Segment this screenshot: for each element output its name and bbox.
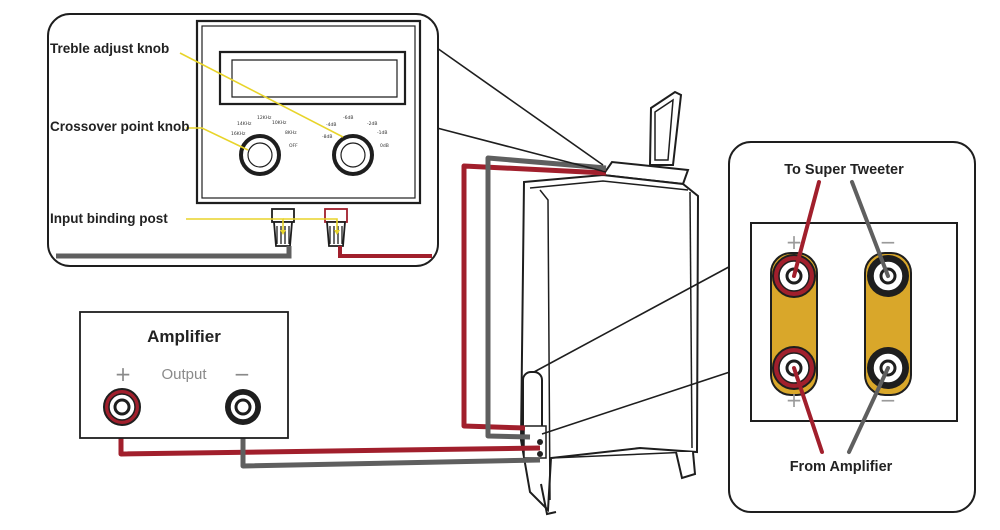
amplifier-minus-symbol: − [234, 362, 251, 386]
treble-scale-label: -4dB [326, 122, 336, 128]
crossover-scale-label: 12KHz [257, 115, 272, 121]
terminal-wires [792, 180, 890, 454]
crossover-scale-label: 10KHz [272, 120, 287, 126]
label-pointers [179, 52, 344, 232]
crossover-unit [195, 19, 422, 205]
treble-scale-label: 0dB [380, 143, 389, 149]
crossover-point-knob: 12KHz 14KHz 10KHz 16KHz 8KHz OFF [231, 115, 298, 176]
speaker-cabinet [519, 90, 700, 516]
callout-panel: 12KHz 14KHz 10KHz 16KHz 8KHz OFF -6dB -4… [47, 13, 439, 267]
callout-positive-wire [338, 246, 432, 258]
amplifier-title: Amplifier [147, 327, 221, 346]
treble-adjust-knob: -6dB -4dB -2dB -8dB -1dB 0dB [322, 115, 389, 176]
input-minus-symbol: − [880, 388, 897, 412]
input-binding-post-positive [324, 208, 348, 247]
treble-scale-label: -8dB [322, 134, 332, 140]
amplifier-negative-terminal [225, 389, 261, 425]
tweeter-plus-symbol: + [786, 230, 803, 254]
positive-wire-to-cabinet-top [461, 163, 607, 431]
unit-display-window [218, 50, 407, 106]
crossover-scale-label: 16KHz [231, 131, 246, 137]
crossover-scale-label: 8KHz [285, 130, 297, 136]
negative-wire-to-cabinet-top [485, 155, 607, 440]
input-binding-post-label: Input binding post [50, 211, 168, 226]
cabinet-terminal-dot [537, 439, 543, 445]
crossover-point-label: Crossover point knob [50, 119, 190, 134]
treble-adjust-label: Treble adjust knob [50, 41, 169, 56]
input-plus-symbol: + [786, 388, 803, 412]
amplifier-plus-symbol: + [115, 362, 132, 386]
cabinet-terminal-dot [537, 451, 543, 457]
from-amplifier-label: From Amplifier [790, 459, 893, 475]
crossover-scale-label: OFF [289, 143, 298, 149]
output-label: Output [161, 366, 207, 383]
treble-scale-label: -1dB [377, 130, 387, 136]
callout-negative-wire [56, 246, 292, 259]
amplifier: Amplifier Output + − [79, 311, 289, 439]
callout-lines [436, 47, 752, 435]
pointer-arrowheads [280, 230, 340, 235]
terminal-panel: + − + − To Super Tweeter From Amplifier [728, 141, 976, 513]
treble-scale-label: -6dB [343, 115, 353, 121]
to-super-tweeter-label: To Super Tweeter [784, 162, 904, 178]
treble-scale-label: -2dB [367, 121, 377, 127]
tweeter-minus-symbol: − [880, 230, 897, 254]
crossover-scale-label: 14KHz [237, 121, 252, 127]
amplifier-positive-terminal [103, 388, 141, 426]
